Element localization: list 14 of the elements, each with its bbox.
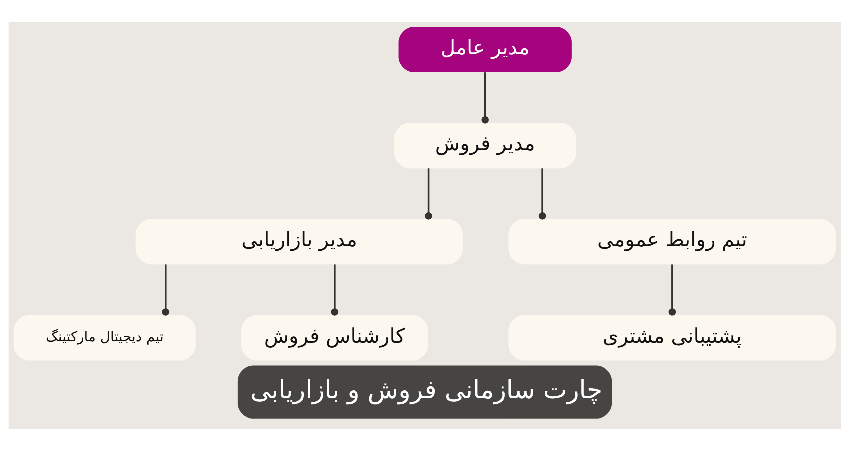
node-box: پشتیبانی مشتری — [508, 314, 836, 360]
connector — [482, 72, 490, 124]
connector — [425, 168, 432, 220]
diagram-title: چارت سازمانی فروش و بازاریابی — [250, 375, 603, 404]
connector — [162, 264, 170, 316]
connector — [668, 264, 676, 316]
connector — [538, 168, 546, 220]
node-box: مدیر عامل — [398, 26, 572, 72]
node-box: کارشناس فروش — [241, 314, 428, 360]
node-box: مدیر بازاریابی — [136, 218, 464, 264]
node-box: تیم روابط عمومی — [508, 218, 836, 264]
connector — [331, 264, 339, 316]
node-box: تیم دیجیتال مارکتینگ — [14, 314, 196, 360]
node-box: مدیر فروش — [394, 122, 576, 168]
